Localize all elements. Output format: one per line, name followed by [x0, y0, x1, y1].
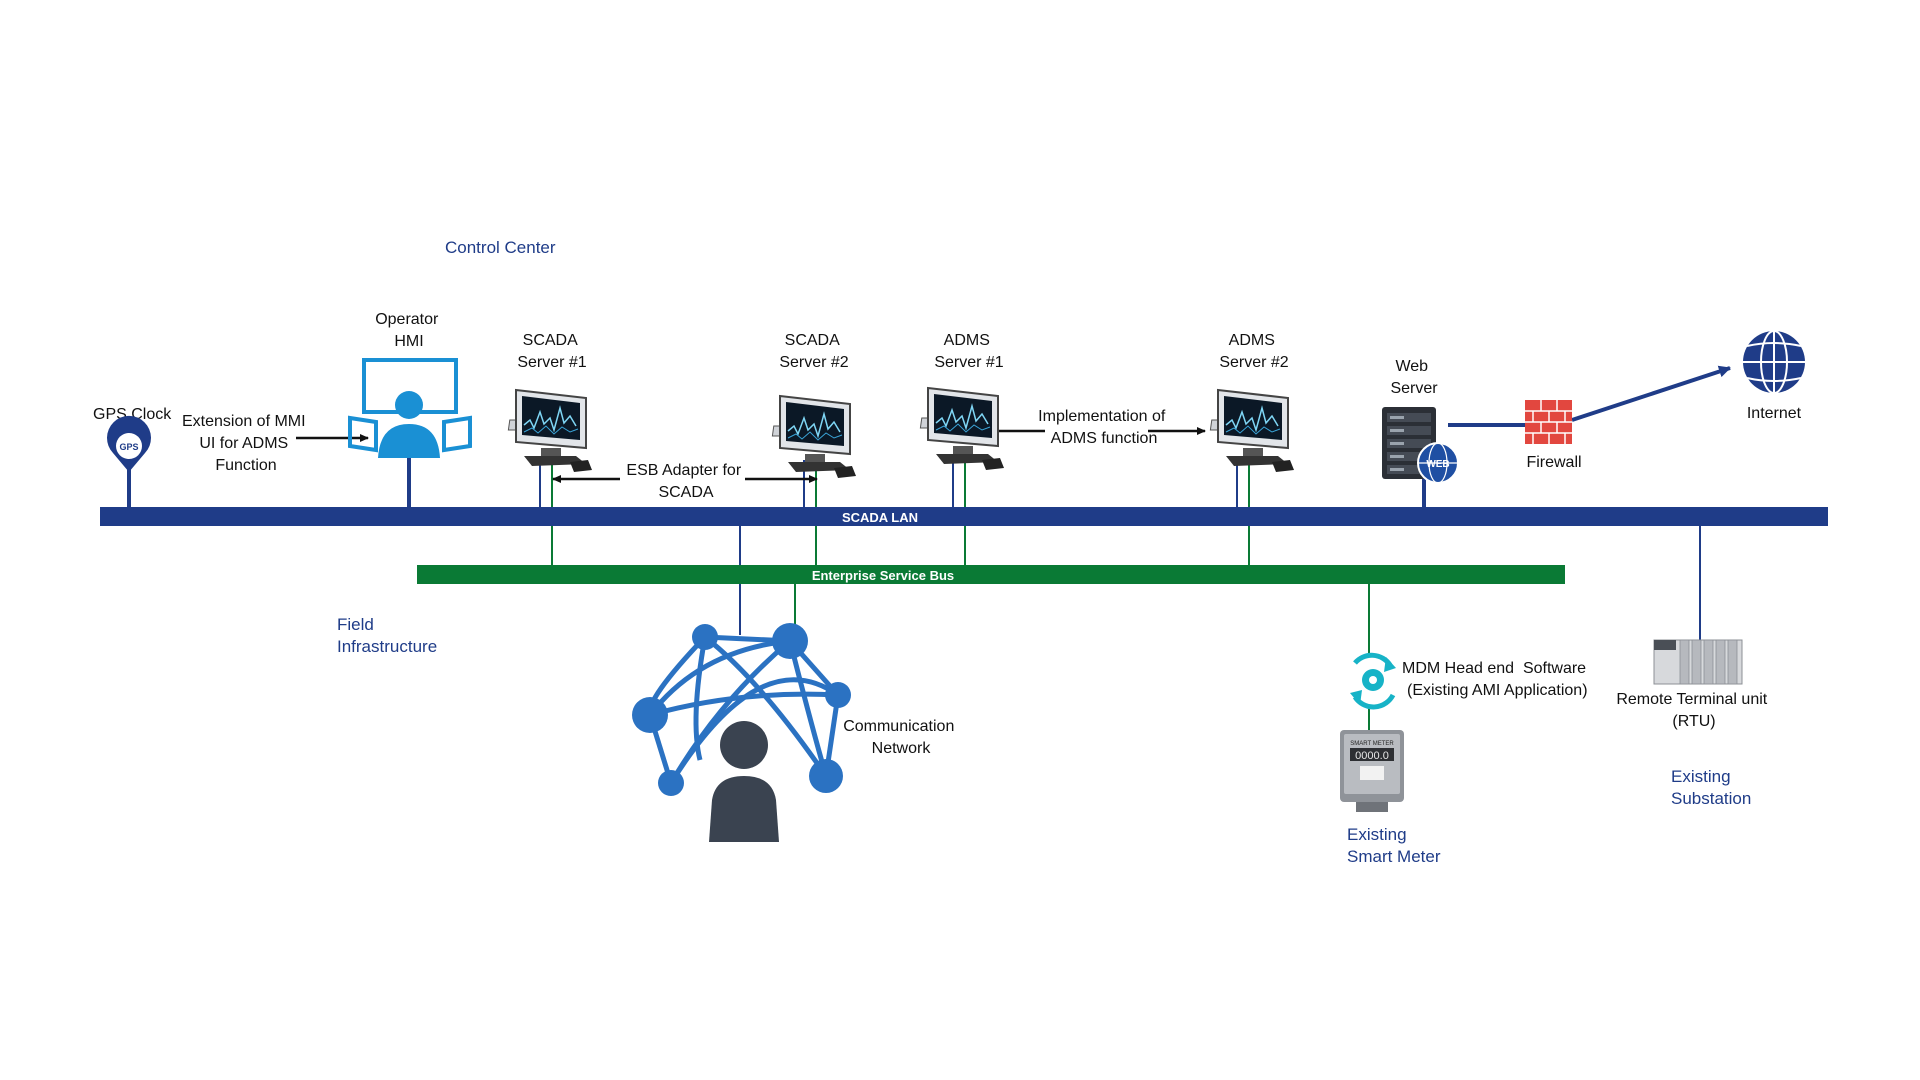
operator-hmi-label: Operator HMI — [375, 311, 443, 350]
internet-label: Internet — [1747, 405, 1802, 422]
adms-server-1-label: ADMS Server #1 — [934, 332, 1003, 371]
firewall-icon — [1525, 400, 1572, 444]
person-icon — [709, 721, 779, 842]
adms-server-2-label: ADMS Server #2 — [1219, 332, 1288, 371]
scada-server-1-label: SCADA Server #1 — [517, 332, 586, 371]
control-center-title: Control Center — [445, 238, 556, 257]
gps-clock-label: GPS Clock — [93, 406, 172, 423]
existing-smart-meter-title: Existing Smart Meter — [1347, 825, 1441, 866]
gps-badge: GPS — [119, 442, 138, 452]
rtu: Remote Terminal unit (RTU) — [1616, 639, 1771, 730]
web-badge: WEB — [1426, 459, 1449, 470]
firewall-label: Firewall — [1526, 454, 1581, 471]
scada-lan-label: SCADA LAN — [842, 510, 918, 525]
web-server-label: Web Server — [1390, 358, 1438, 397]
existing-substation-title: Existing Substation — [1671, 767, 1751, 808]
firewall-internet-arrow — [1571, 365, 1731, 422]
rtu-label: Remote Terminal unit (RTU) — [1616, 691, 1771, 730]
gps-pin-icon: GPS — [107, 415, 151, 472]
comm-network-label: Communication Network — [843, 718, 959, 757]
scada-lan-bus: SCADA LAN — [100, 507, 1828, 526]
smart-meter: SMART METER 0000.0 — [1340, 730, 1404, 812]
field-infrastructure-title: Field Infrastructure — [337, 615, 437, 656]
monitor-icon — [919, 387, 1005, 471]
gear-sync-icon — [1350, 652, 1396, 710]
mdm-head-end: MDM Head end Software (Existing AMI Appl… — [1350, 652, 1591, 710]
gps-clock: GPS Clock GPS — [93, 406, 172, 472]
monitor-icon — [771, 395, 857, 479]
scada-lan-bar — [100, 507, 1828, 526]
adms-server-2: ADMS Server #2 — [1209, 332, 1295, 473]
operator-hmi: Operator HMI — [348, 311, 472, 458]
esb-adapter-label: ESB Adapter for SCADA — [626, 462, 745, 501]
rtu-rack-icon — [1653, 639, 1743, 685]
smart-meter-icon: SMART METER 0000.0 — [1340, 730, 1404, 812]
esb-bar — [417, 565, 1565, 584]
scada-server-1: SCADA Server #1 — [507, 332, 593, 473]
scada-server-2: SCADA Server #2 — [771, 332, 857, 479]
mmi-extension-label: Extension of MMI UI for ADMS Function — [182, 413, 310, 474]
monitor-icon — [1209, 389, 1295, 473]
communication-network: Communication Network — [632, 623, 959, 842]
adms-server-1: ADMS Server #1 — [919, 332, 1005, 471]
monitor-icon — [507, 389, 593, 473]
internet: Internet — [1743, 330, 1805, 422]
mdm-label: MDM Head end Software (Existing AMI Appl… — [1402, 660, 1591, 699]
firewall: Firewall — [1525, 400, 1582, 471]
adms-impl-label: Implementation of ADMS function — [1038, 408, 1170, 447]
scada-server-2-label: SCADA Server #2 — [779, 332, 848, 371]
esb-bus: Enterprise Service Bus — [417, 565, 1565, 584]
esb-label: Enterprise Service Bus — [812, 568, 954, 583]
web-server: Web Server WEB — [1382, 358, 1459, 484]
operator-hmi-icon — [348, 358, 472, 458]
network-nodes — [632, 623, 851, 796]
smart-meter-reading: 0000.0 — [1355, 750, 1389, 762]
smart-meter-caption: SMART METER — [1350, 741, 1394, 747]
web-globe-icon: WEB — [1417, 442, 1459, 484]
globe-icon — [1743, 330, 1805, 394]
